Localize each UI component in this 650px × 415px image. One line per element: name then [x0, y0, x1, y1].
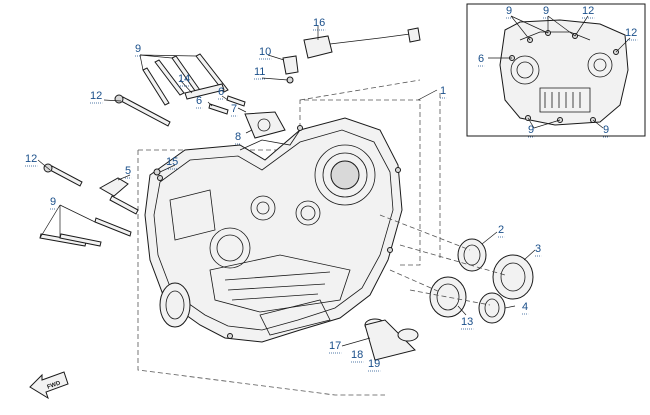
- callout-17: 17: [329, 340, 341, 352]
- bolts-left: [39, 163, 139, 247]
- inset-callout-6: 6: [478, 53, 484, 65]
- callout-1: 1: [440, 85, 446, 97]
- bracket: [98, 177, 129, 197]
- bolts-top: [114, 53, 229, 127]
- crankcase: [144, 117, 403, 343]
- callout-6b: 6: [196, 95, 202, 107]
- fwd-arrow: FWD: [29, 371, 69, 400]
- callout-12b: 12: [25, 153, 37, 165]
- callout-2: 2: [498, 224, 504, 236]
- inset-view: [466, 3, 646, 137]
- callout-5: 5: [125, 165, 131, 177]
- bolt-small: [226, 95, 246, 107]
- plate: [184, 83, 225, 100]
- inset-callout-12a: 12: [582, 5, 594, 17]
- callout-13: 13: [461, 316, 473, 328]
- callout-12a: 12: [90, 90, 102, 102]
- inset-callout-9c: 9: [528, 124, 534, 136]
- callout-10: 10: [259, 46, 271, 58]
- callout-11: 11: [254, 66, 265, 78]
- callout-3: 3: [535, 243, 541, 255]
- fwd-label: FWD: [46, 380, 62, 391]
- sleeve: [364, 318, 419, 361]
- inset-callout-9a: 9: [506, 5, 512, 17]
- inset-callout-labels: 9 9 12 12 6 9 9: [478, 5, 638, 138]
- callout-9a: 9: [135, 43, 141, 55]
- inset-callout-9d: 9: [603, 124, 609, 136]
- callout-19: 19: [368, 358, 380, 370]
- callout-7: 7: [231, 103, 237, 115]
- callout-16: 16: [313, 17, 325, 29]
- bearing-group: [429, 238, 534, 324]
- callout-9b: 9: [50, 196, 56, 208]
- bolt-small: [208, 103, 229, 115]
- callout-15: 15: [166, 156, 178, 168]
- callout-6a: 6: [218, 86, 224, 98]
- housing: [244, 111, 286, 139]
- callout-labels: 1 2 3 4 5 6 6 7 8 9 9 9 10 11 12 12 13 1…: [25, 17, 542, 372]
- sensor-assembly: [282, 27, 421, 84]
- inset-callout-9b: 9: [543, 5, 549, 17]
- callout-4: 4: [522, 301, 528, 313]
- callout-18: 18: [351, 349, 363, 361]
- inset-callout-12b: 12: [625, 27, 637, 39]
- callout-14: 14: [178, 73, 190, 85]
- callout-8: 8: [235, 131, 241, 143]
